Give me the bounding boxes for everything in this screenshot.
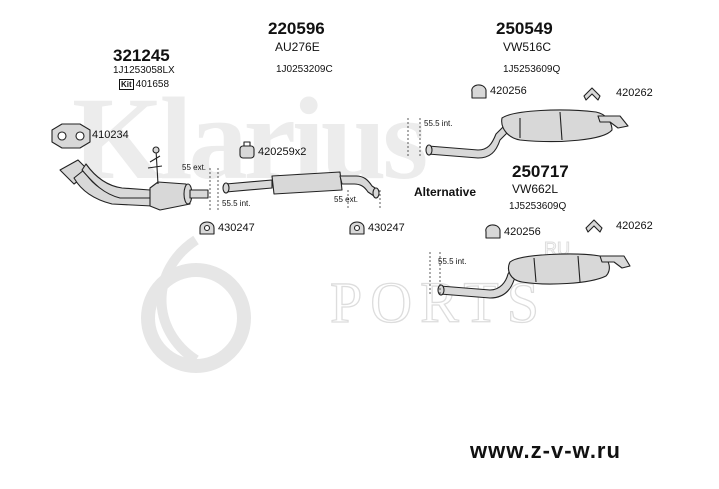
alt-hanger-2-icon	[585, 219, 603, 233]
rear-oe-ref: 1J5253609Q	[503, 64, 561, 75]
middle-clamp-label: 420259x2	[258, 146, 307, 158]
rear-hanger-2-icon	[583, 87, 601, 101]
front-kit-code: 401658	[135, 79, 170, 90]
mount-left-icon	[199, 221, 215, 235]
dim-int-rear: 55.5 int.	[424, 119, 453, 128]
watermark-ports: PORTS	[330, 270, 547, 335]
alt-rear-silencer-pipe	[437, 253, 631, 299]
alt-oe-ref: 1J5253609Q	[509, 201, 567, 212]
alt-hanger-1-label: 420256	[504, 226, 541, 238]
watermark-logo-swoosh	[156, 235, 199, 365]
rear-hanger-1-icon	[471, 84, 487, 99]
dim-ext-front: 55 ext.	[182, 163, 207, 172]
dim-ext-middle: 55 ext.	[334, 195, 359, 204]
watermark-layer: Klarius PORTS RU	[72, 73, 571, 373]
alternative-label: Alternative	[414, 185, 477, 199]
parts-layer	[51, 84, 631, 299]
front-gasket-icon	[51, 123, 91, 149]
middle-oe-ref: 1J0253209C	[276, 64, 333, 75]
website-link[interactable]: www.z-v-w.ru	[470, 438, 621, 463]
rear-hanger-1-label: 420256	[490, 85, 527, 97]
alt-hanger-2-label: 420262	[616, 220, 653, 232]
mount-right-label: 430247	[368, 222, 405, 234]
mount-left-label: 430247	[218, 222, 255, 234]
mount-right-icon	[349, 221, 365, 235]
rear-silencer-pipe	[425, 109, 629, 159]
front-part-number: 321245	[113, 46, 170, 65]
front-oe-ref: 1J1253058LX	[113, 65, 175, 76]
dim-int-alt: 55.5 int.	[438, 257, 467, 266]
watermark-logo-ring	[141, 263, 251, 373]
front-gasket-label: 410234	[92, 129, 129, 141]
rear-part-number: 250549	[496, 19, 553, 38]
rear-code: VW516C	[503, 40, 552, 54]
middle-silencer-pipe	[222, 171, 380, 199]
dim-int-front: 55.5 int.	[222, 199, 251, 208]
front-catalyst-pipe	[59, 146, 209, 211]
alt-part-number: 250717	[512, 162, 569, 181]
kit-badge: Kit	[119, 79, 134, 90]
rear-hanger-2-label: 420262	[616, 87, 653, 99]
alt-hanger-1-icon	[485, 224, 501, 239]
middle-code: AU276E	[275, 40, 320, 54]
middle-part-number: 220596	[268, 19, 325, 38]
middle-clamp-icon	[239, 141, 255, 159]
dimension-lines	[209, 118, 441, 296]
alt-code: VW662L	[512, 182, 559, 196]
